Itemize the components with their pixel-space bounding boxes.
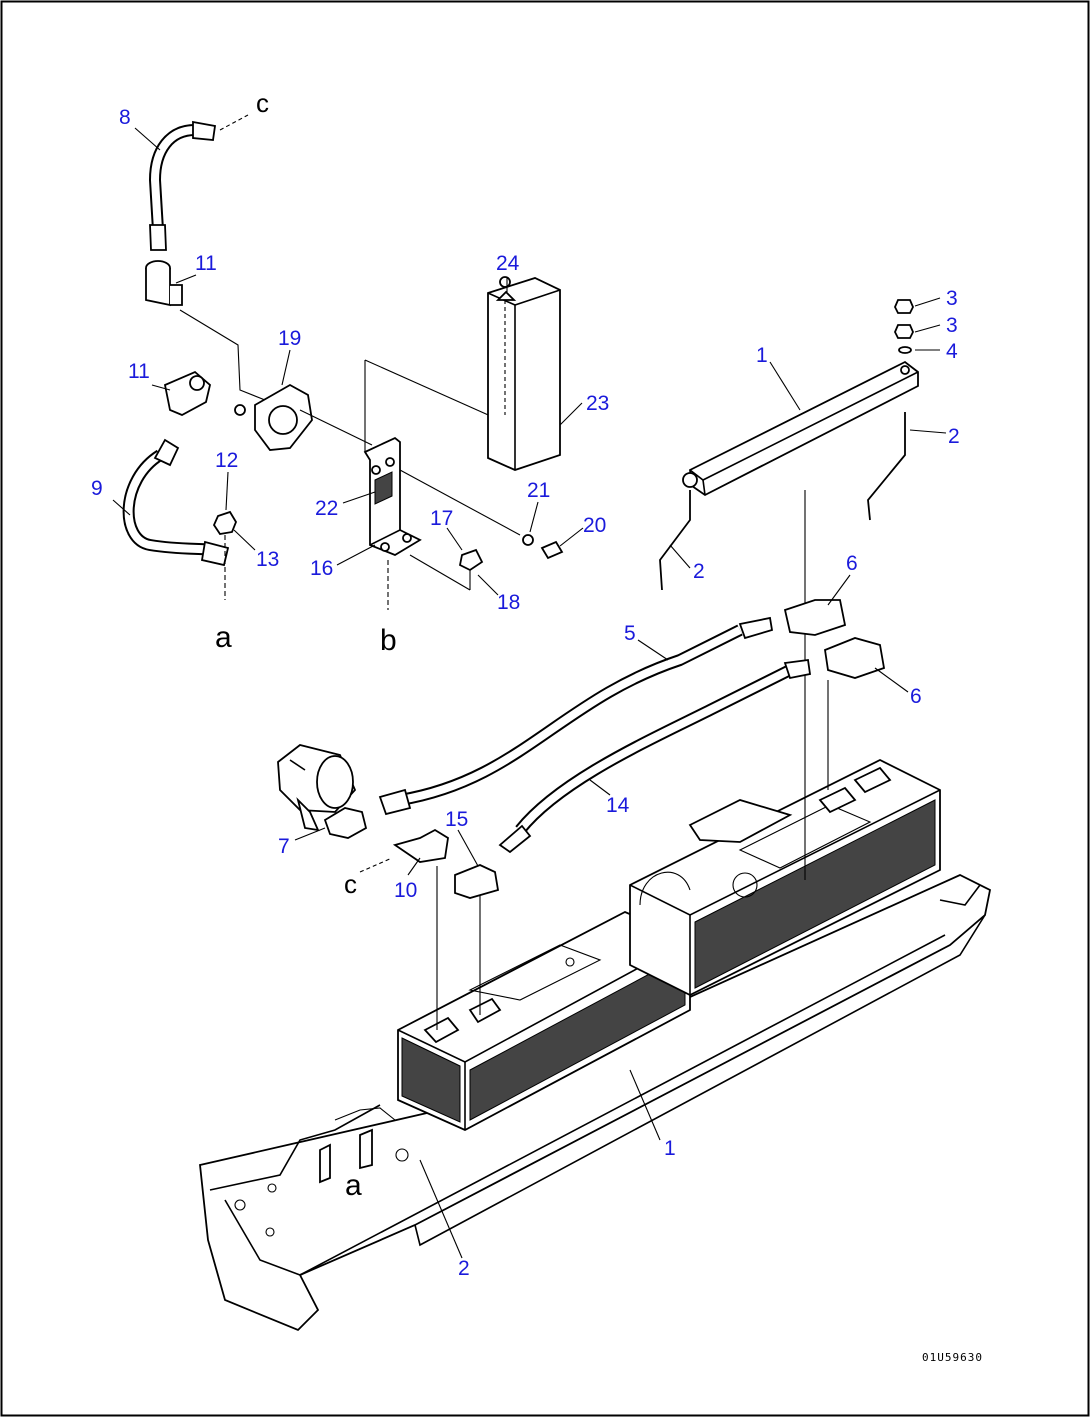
callout-18: 18 <box>497 591 520 614</box>
ref-b-left: b <box>380 624 397 657</box>
reference-letters: c a b c a <box>215 88 397 1202</box>
callout-21: 21 <box>527 479 550 502</box>
callout-2-left: 2 <box>693 560 705 583</box>
callout-3-middle: 3 <box>946 314 958 337</box>
nuts-and-washer <box>894 299 914 354</box>
hold-down-bar <box>682 360 919 497</box>
box-23 <box>487 276 561 471</box>
callout-4: 4 <box>946 340 958 363</box>
callout-1-battery: 1 <box>664 1137 676 1160</box>
callout-5: 5 <box>624 622 636 645</box>
callout-24: 24 <box>496 252 520 275</box>
callout-20: 20 <box>583 514 606 537</box>
bolt-20 <box>540 540 564 560</box>
callout-17: 17 <box>430 507 453 530</box>
cable-8 <box>148 120 217 251</box>
callout-14: 14 <box>606 794 630 817</box>
ref-a-left: a <box>215 621 232 654</box>
ref-a-bottom: a <box>345 1169 362 1202</box>
terminal-cap-11-lower <box>163 370 212 416</box>
callout-23: 23 <box>586 392 609 415</box>
battery-right <box>629 758 941 997</box>
starter-motor <box>277 744 357 832</box>
callout-6-lower: 6 <box>910 685 922 708</box>
drawing-code: 01U59630 <box>922 1351 983 1364</box>
cable-9 <box>122 438 230 567</box>
callout-12: 12 <box>215 449 238 472</box>
cable-14 <box>498 658 812 854</box>
terminal-cap-lower <box>824 637 886 679</box>
terminal-cap-7 <box>323 807 368 839</box>
bolt-17 <box>458 548 484 572</box>
callout-11-upper: 11 <box>195 252 217 275</box>
terminal-cap-upper <box>783 599 847 636</box>
callout-3-top: 3 <box>946 287 958 310</box>
callout-19: 19 <box>278 327 301 350</box>
callout-22: 22 <box>315 497 338 520</box>
terminal-cap-11-upper <box>145 260 183 307</box>
ref-c-mid: c <box>344 869 357 899</box>
terminal-cap-10 <box>392 828 449 863</box>
j-bolt-left <box>659 490 691 591</box>
callout-labels: 8 11 11 19 24 23 9 12 13 22 16 17 18 21 … <box>91 106 960 1280</box>
callout-2-bottom: 2 <box>458 1257 470 1280</box>
callout-10: 10 <box>394 879 417 902</box>
callout-1-bar: 1 <box>756 344 768 367</box>
bracket-16 <box>363 436 422 557</box>
callout-7: 7 <box>278 835 290 858</box>
battery-relay-19 <box>234 383 313 451</box>
callout-16: 16 <box>310 557 333 580</box>
j-bolt-right <box>867 412 906 521</box>
ref-c-top: c <box>256 88 269 118</box>
cable-5 <box>378 616 774 816</box>
callout-2-right: 2 <box>948 425 960 448</box>
terminal-cap-15 <box>454 864 500 899</box>
callout-15: 15 <box>445 808 468 831</box>
bolt-12 <box>212 510 238 600</box>
callout-13: 13 <box>256 548 279 571</box>
nut-21 <box>522 534 534 546</box>
leader-lines <box>112 127 947 1259</box>
callout-11-lower: 11 <box>128 360 150 383</box>
battery-left <box>397 911 691 1132</box>
callout-8: 8 <box>119 106 131 129</box>
chassis-frame <box>199 874 992 1332</box>
callout-9: 9 <box>91 477 103 500</box>
callout-6-upper: 6 <box>846 552 858 575</box>
